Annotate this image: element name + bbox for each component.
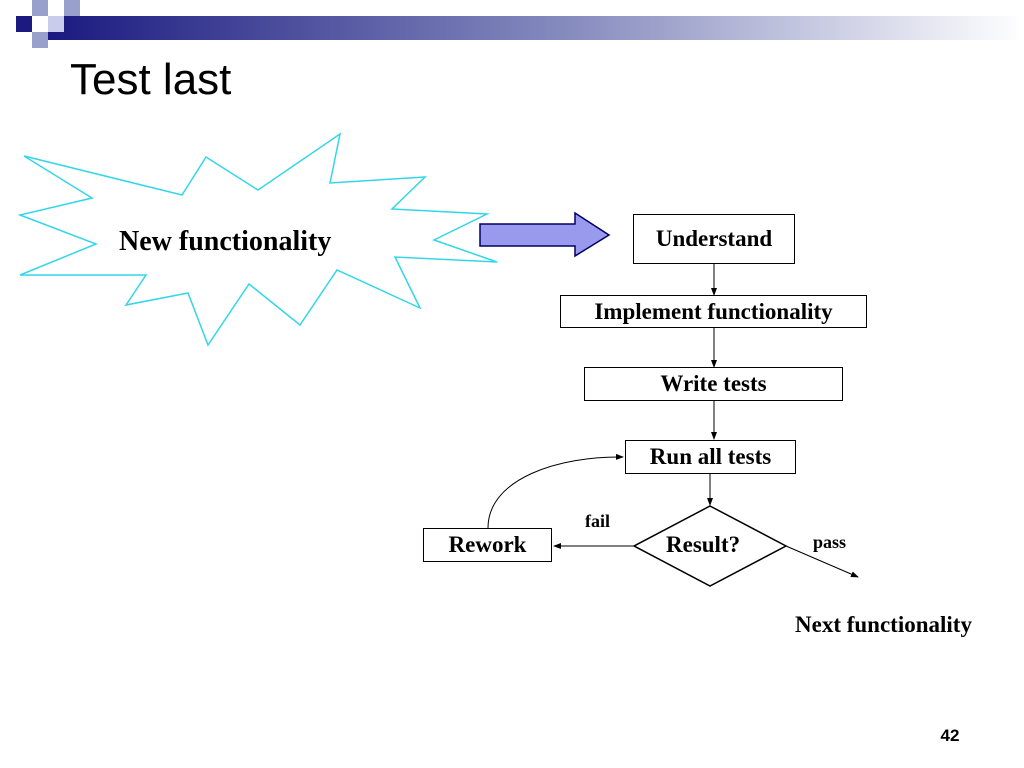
page-number: 42 [940,726,960,745]
explosion-burst-shape [17,132,498,347]
decision-diamond [632,505,788,587]
header-square-dark [16,16,32,32]
header-square-light [32,0,48,16]
decision-label: Result? [666,532,741,557]
header-decoration [16,0,1024,48]
step-implement: Implement functionality [560,295,867,328]
step-rework: Rework [423,528,552,562]
header-square-light [64,0,80,16]
block-arrow-icon [479,211,611,258]
edge-label-fail: fail [585,511,610,531]
header-square-light [32,32,48,48]
header-square-pale [48,16,64,32]
step-run-all-tests: Run all tests [625,440,796,474]
step-write-tests: Write tests [584,367,843,401]
step-understand: Understand [633,214,795,264]
connectors [487,264,859,587]
arrow-pass-to-next [785,545,859,578]
edge-label-pass: pass [813,532,847,552]
arrow-rework-to-run [487,453,624,529]
slide-title: Test last [70,55,232,104]
header-gradient-bar [48,16,1024,40]
burst-label: New functionality [119,226,332,257]
next-functionality-label: Next functionality [795,612,972,637]
